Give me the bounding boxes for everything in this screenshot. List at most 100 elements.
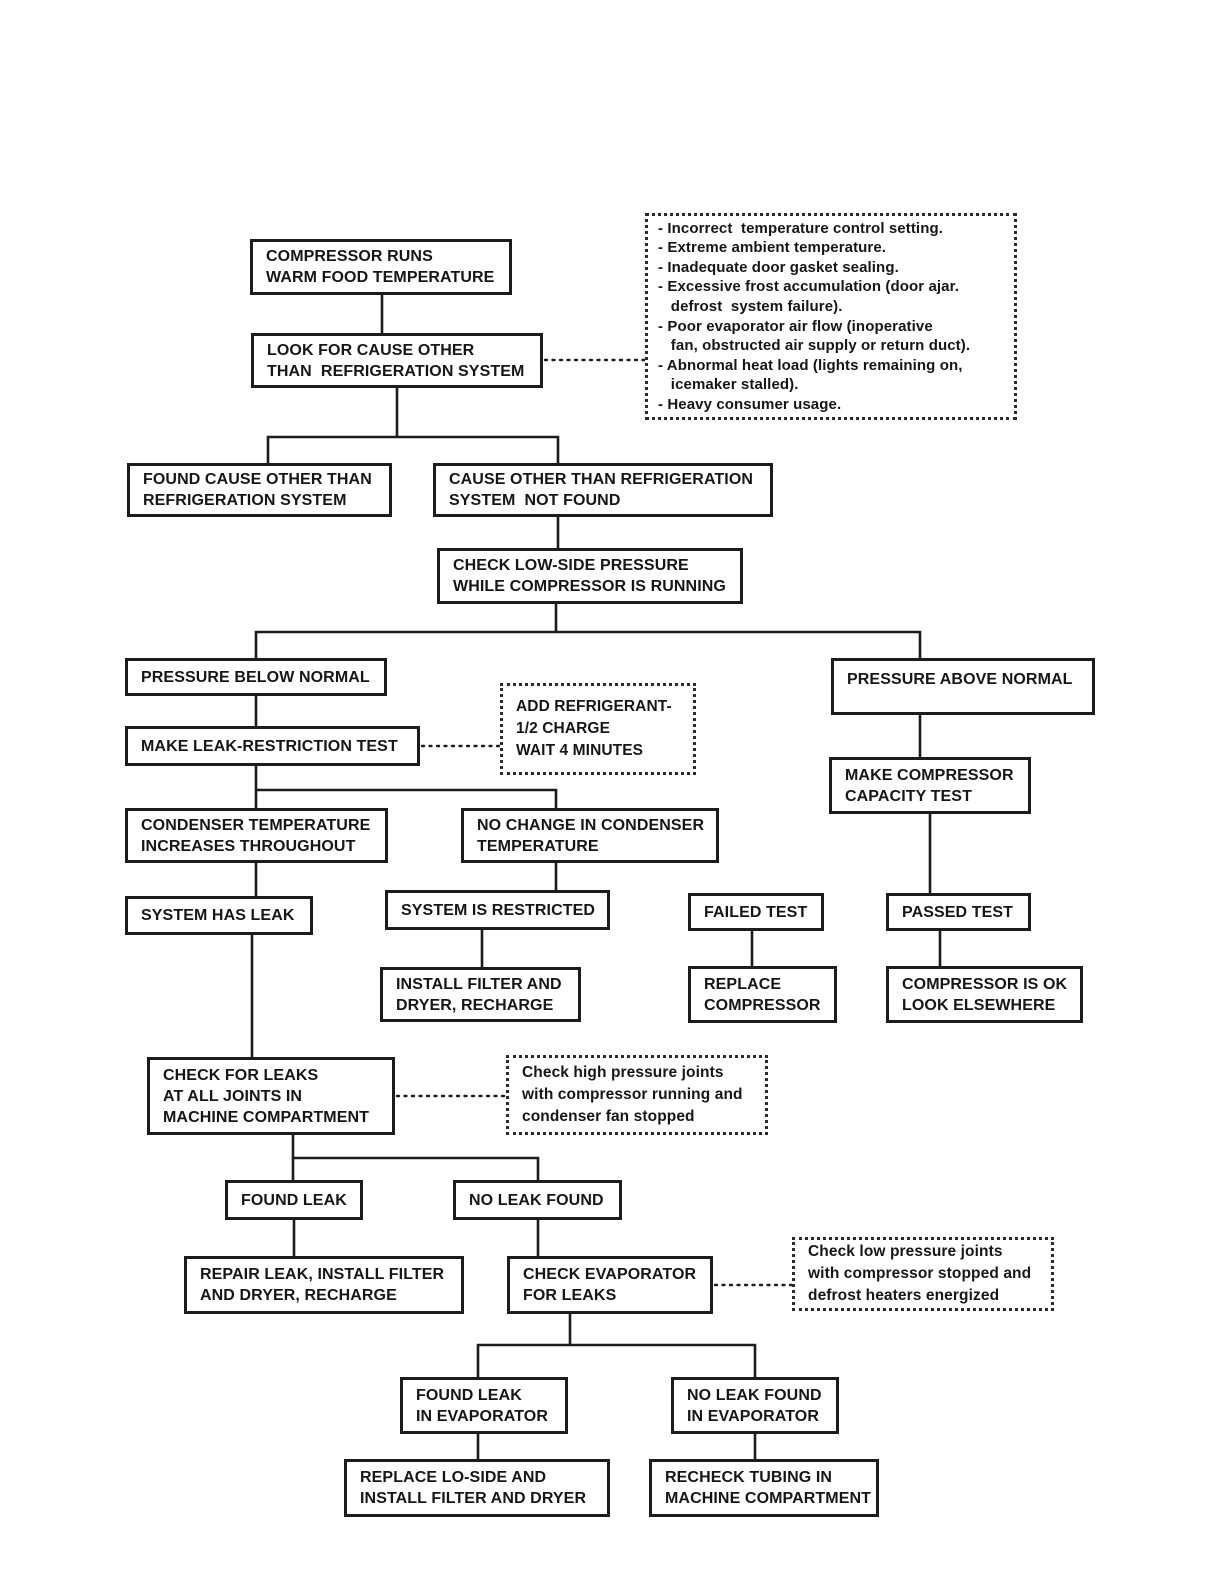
box-label-line: CONDENSER TEMPERATURE xyxy=(141,816,371,834)
condenser-temp-increases-box: CONDENSER TEMPERATURE INCREASES THROUGHOU… xyxy=(125,808,388,863)
box-label-line: AND DRYER, RECHARGE xyxy=(200,1287,397,1304)
box-label-line: NO LEAK FOUND xyxy=(687,1386,822,1404)
box-label-line: WARM FOOD TEMPERATURE xyxy=(266,269,495,286)
box-label-line: CAPACITY TEST xyxy=(845,787,972,805)
box-label-line: DRYER, RECHARGE xyxy=(396,996,554,1014)
flow-connector xyxy=(291,1156,540,1180)
box-label-line: SYSTEM HAS LEAK xyxy=(141,907,295,924)
box-label-line: NO CHANGE IN CONDENSER xyxy=(477,816,705,834)
passed-test-box: PASSED TEST xyxy=(886,893,1031,931)
look-for-cause-box: LOOK FOR CAUSE OTHER THAN REFRIGERATION S… xyxy=(251,333,543,388)
flow-connector xyxy=(254,630,922,658)
box-label-line: REPLACE xyxy=(704,975,782,993)
box-label-line: with compressor running and xyxy=(522,1086,743,1103)
box-label-line: WHILE COMPRESSOR IS RUNNING xyxy=(453,578,726,595)
box-label-line: COMPRESSOR xyxy=(704,996,821,1014)
box-label-line: THAN REFRIGERATION SYSTEM xyxy=(267,362,525,380)
box-label-line: LOOK FOR CAUSE OTHER xyxy=(267,341,475,359)
check-evaporator-box: CHECK EVAPORATOR FOR LEAKS xyxy=(507,1256,713,1314)
box-label-line: with compressor stopped and xyxy=(808,1265,1032,1282)
box-label-line: COMPRESSOR IS OK xyxy=(902,975,1068,993)
box-label-line: INSTALL FILTER AND xyxy=(396,975,562,993)
box-label-line: MACHINE COMPARTMENT xyxy=(665,1490,872,1507)
box-label-line: REFRIGERATION SYSTEM xyxy=(143,492,347,509)
box-label-line: MAKE COMPRESSOR xyxy=(845,766,1014,784)
box-label-line: FOR LEAKS xyxy=(523,1287,617,1304)
pressure-below-normal-box: PRESSURE BELOW NORMAL xyxy=(125,658,387,696)
box-label-line: ADD REFRIGERANT- xyxy=(516,698,672,715)
box-label-line: CHECK LOW-SIDE PRESSURE xyxy=(453,557,689,574)
box-label-line: CHECK FOR LEAKS xyxy=(163,1066,319,1084)
system-has-leak-box: SYSTEM HAS LEAK xyxy=(125,896,313,935)
box-label-line: REPLACE LO-SIDE AND xyxy=(360,1469,547,1486)
check-low-side-pressure-box: CHECK LOW-SIDE PRESSURE WHILE COMPRESSOR … xyxy=(437,548,743,604)
box-label-line: PASSED TEST xyxy=(902,903,1014,921)
flow-connector xyxy=(266,435,560,463)
box-label-line: PRESSURE BELOW NORMAL xyxy=(141,668,370,686)
system-is-restricted-box: SYSTEM IS RESTRICTED xyxy=(385,890,610,930)
box-label-line: - Excessive frost accumulation (door aja… xyxy=(658,278,959,296)
low-pressure-joints-note: Check low pressure joints with compressor… xyxy=(792,1237,1054,1311)
found-cause-box: FOUND CAUSE OTHER THAN REFRIGERATION SYST… xyxy=(127,463,392,517)
replace-compressor-box: REPLACE COMPRESSOR xyxy=(688,966,837,1023)
box-label-line: - Heavy consumer usage. xyxy=(658,395,842,413)
box-label-line: - Abnormal heat load (lights remaining o… xyxy=(658,356,963,374)
box-label-line: SYSTEM IS RESTRICTED xyxy=(401,901,596,919)
box-label-line: FOUND CAUSE OTHER THAN xyxy=(143,471,372,488)
add-refrigerant-note: ADD REFRIGERANT- 1/2 CHARGE WAIT 4 MINUTES xyxy=(500,683,696,775)
box-label-line: IN EVAPORATOR xyxy=(416,1407,548,1425)
pressure-above-normal-box: PRESSURE ABOVE NORMAL xyxy=(831,658,1095,715)
check-leaks-all-joints-box: CHECK FOR LEAKS AT ALL JOINTS IN MACHINE C… xyxy=(147,1057,395,1135)
compressor-runs-box: COMPRESSOR RUNS WARM FOOD TEMPERATURE xyxy=(250,239,512,295)
box-label-line: INCREASES THROUGHOUT xyxy=(141,837,356,855)
box-label-line: FOUND LEAK xyxy=(241,1191,347,1209)
box-label-line: icemaker stalled). xyxy=(658,376,799,394)
make-compressor-capacity-test-box: MAKE COMPRESSOR CAPACITY TEST xyxy=(829,757,1031,814)
box-label-line: TEMPERATURE xyxy=(477,837,599,855)
box-label-line: - Inadequate door gasket sealing. xyxy=(658,258,899,276)
box-label-line: WAIT 4 MINUTES xyxy=(516,742,644,759)
box-label-line: NO LEAK FOUND xyxy=(469,1191,604,1209)
high-pressure-joints-note: Check high pressure joints with compresso… xyxy=(506,1055,768,1135)
box-label-line: FAILED TEST xyxy=(704,903,808,921)
compressor-ok-box: COMPRESSOR IS OK LOOK ELSEWHERE xyxy=(886,966,1083,1023)
no-leak-found-box: NO LEAK FOUND xyxy=(453,1180,622,1220)
found-leak-evaporator-box: FOUND LEAK IN EVAPORATOR xyxy=(400,1377,568,1434)
box-label-line: LOOK ELSEWHERE xyxy=(902,996,1056,1014)
box-label-line: Check low pressure joints xyxy=(808,1243,1003,1260)
failed-test-box: FAILED TEST xyxy=(688,893,824,931)
box-label-line: COMPRESSOR RUNS xyxy=(266,248,433,265)
box-label-line: MAKE LEAK-RESTRICTION TEST xyxy=(141,737,398,755)
other-causes-note: - Incorrect temperature control setting.… xyxy=(645,213,1017,420)
box-label-line: AT ALL JOINTS IN xyxy=(163,1087,303,1105)
box-label-line: 1/2 CHARGE xyxy=(516,720,611,737)
recheck-tubing-box: RECHECK TUBING IN MACHINE COMPARTMENT xyxy=(649,1459,879,1517)
box-label-line: SYSTEM NOT FOUND xyxy=(449,492,621,509)
repair-leak-box: REPAIR LEAK, INSTALL FILTER AND DRYER, RE… xyxy=(184,1256,464,1314)
box-label-line: CHECK EVAPORATOR xyxy=(523,1266,697,1283)
flow-connector xyxy=(476,1343,757,1377)
box-label-line: - Poor evaporator air flow (inoperative xyxy=(658,317,933,335)
box-label-line: - Incorrect temperature control setting. xyxy=(658,219,943,237)
box-label-line: PRESSURE ABOVE NORMAL xyxy=(847,671,1073,688)
box-label-line: Check high pressure joints xyxy=(522,1064,724,1081)
no-leak-evaporator-box: NO LEAK FOUND IN EVAPORATOR xyxy=(671,1377,839,1434)
box-label-line: IN EVAPORATOR xyxy=(687,1407,819,1425)
box-label-line: condenser fan stopped xyxy=(522,1108,695,1125)
flow-connector xyxy=(254,788,558,808)
box-label-line: INSTALL FILTER AND DRYER xyxy=(360,1490,587,1507)
install-filter-dryer-box: INSTALL FILTER AND DRYER, RECHARGE xyxy=(380,967,581,1022)
box-label-line: fan, obstructed air supply or return duc… xyxy=(658,337,971,355)
make-leak-restriction-test-box: MAKE LEAK-RESTRICTION TEST xyxy=(125,726,420,766)
box-label-line: MACHINE COMPARTMENT xyxy=(163,1108,370,1126)
box-label-line: FOUND LEAK xyxy=(416,1386,522,1404)
replace-lo-side-box: REPLACE LO-SIDE AND INSTALL FILTER AND DR… xyxy=(344,1459,610,1517)
box-label-line: REPAIR LEAK, INSTALL FILTER xyxy=(200,1266,445,1283)
box-label-line: defrost heaters energized xyxy=(808,1287,1000,1304)
found-leak-box: FOUND LEAK xyxy=(225,1180,363,1220)
no-change-condenser-box: NO CHANGE IN CONDENSER TEMPERATURE xyxy=(461,808,719,863)
box-label-line: RECHECK TUBING IN xyxy=(665,1469,833,1486)
